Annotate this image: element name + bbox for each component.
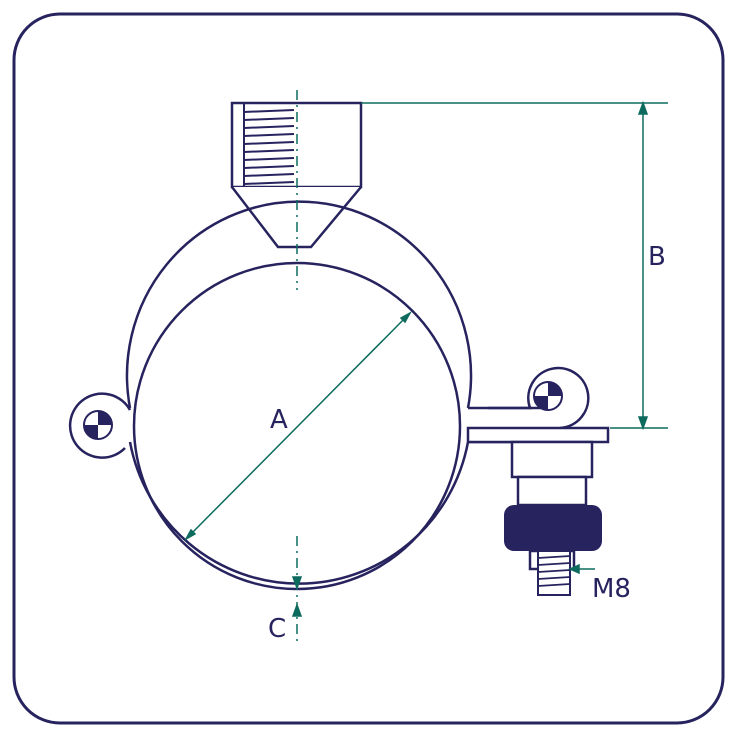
dimension-a bbox=[184, 311, 412, 541]
dimension-b bbox=[361, 100, 668, 431]
label-a: A bbox=[270, 405, 288, 435]
thread-leader bbox=[568, 563, 595, 575]
right-hinge bbox=[488, 366, 590, 430]
dimension-c bbox=[291, 576, 303, 617]
frame-border bbox=[12, 12, 725, 725]
left-hinge bbox=[68, 392, 132, 459]
label-c: C bbox=[268, 614, 286, 644]
label-thread: M8 bbox=[592, 574, 631, 604]
bolt-assembly bbox=[466, 426, 610, 596]
label-b: B bbox=[648, 242, 666, 272]
thread-stud bbox=[537, 550, 571, 596]
